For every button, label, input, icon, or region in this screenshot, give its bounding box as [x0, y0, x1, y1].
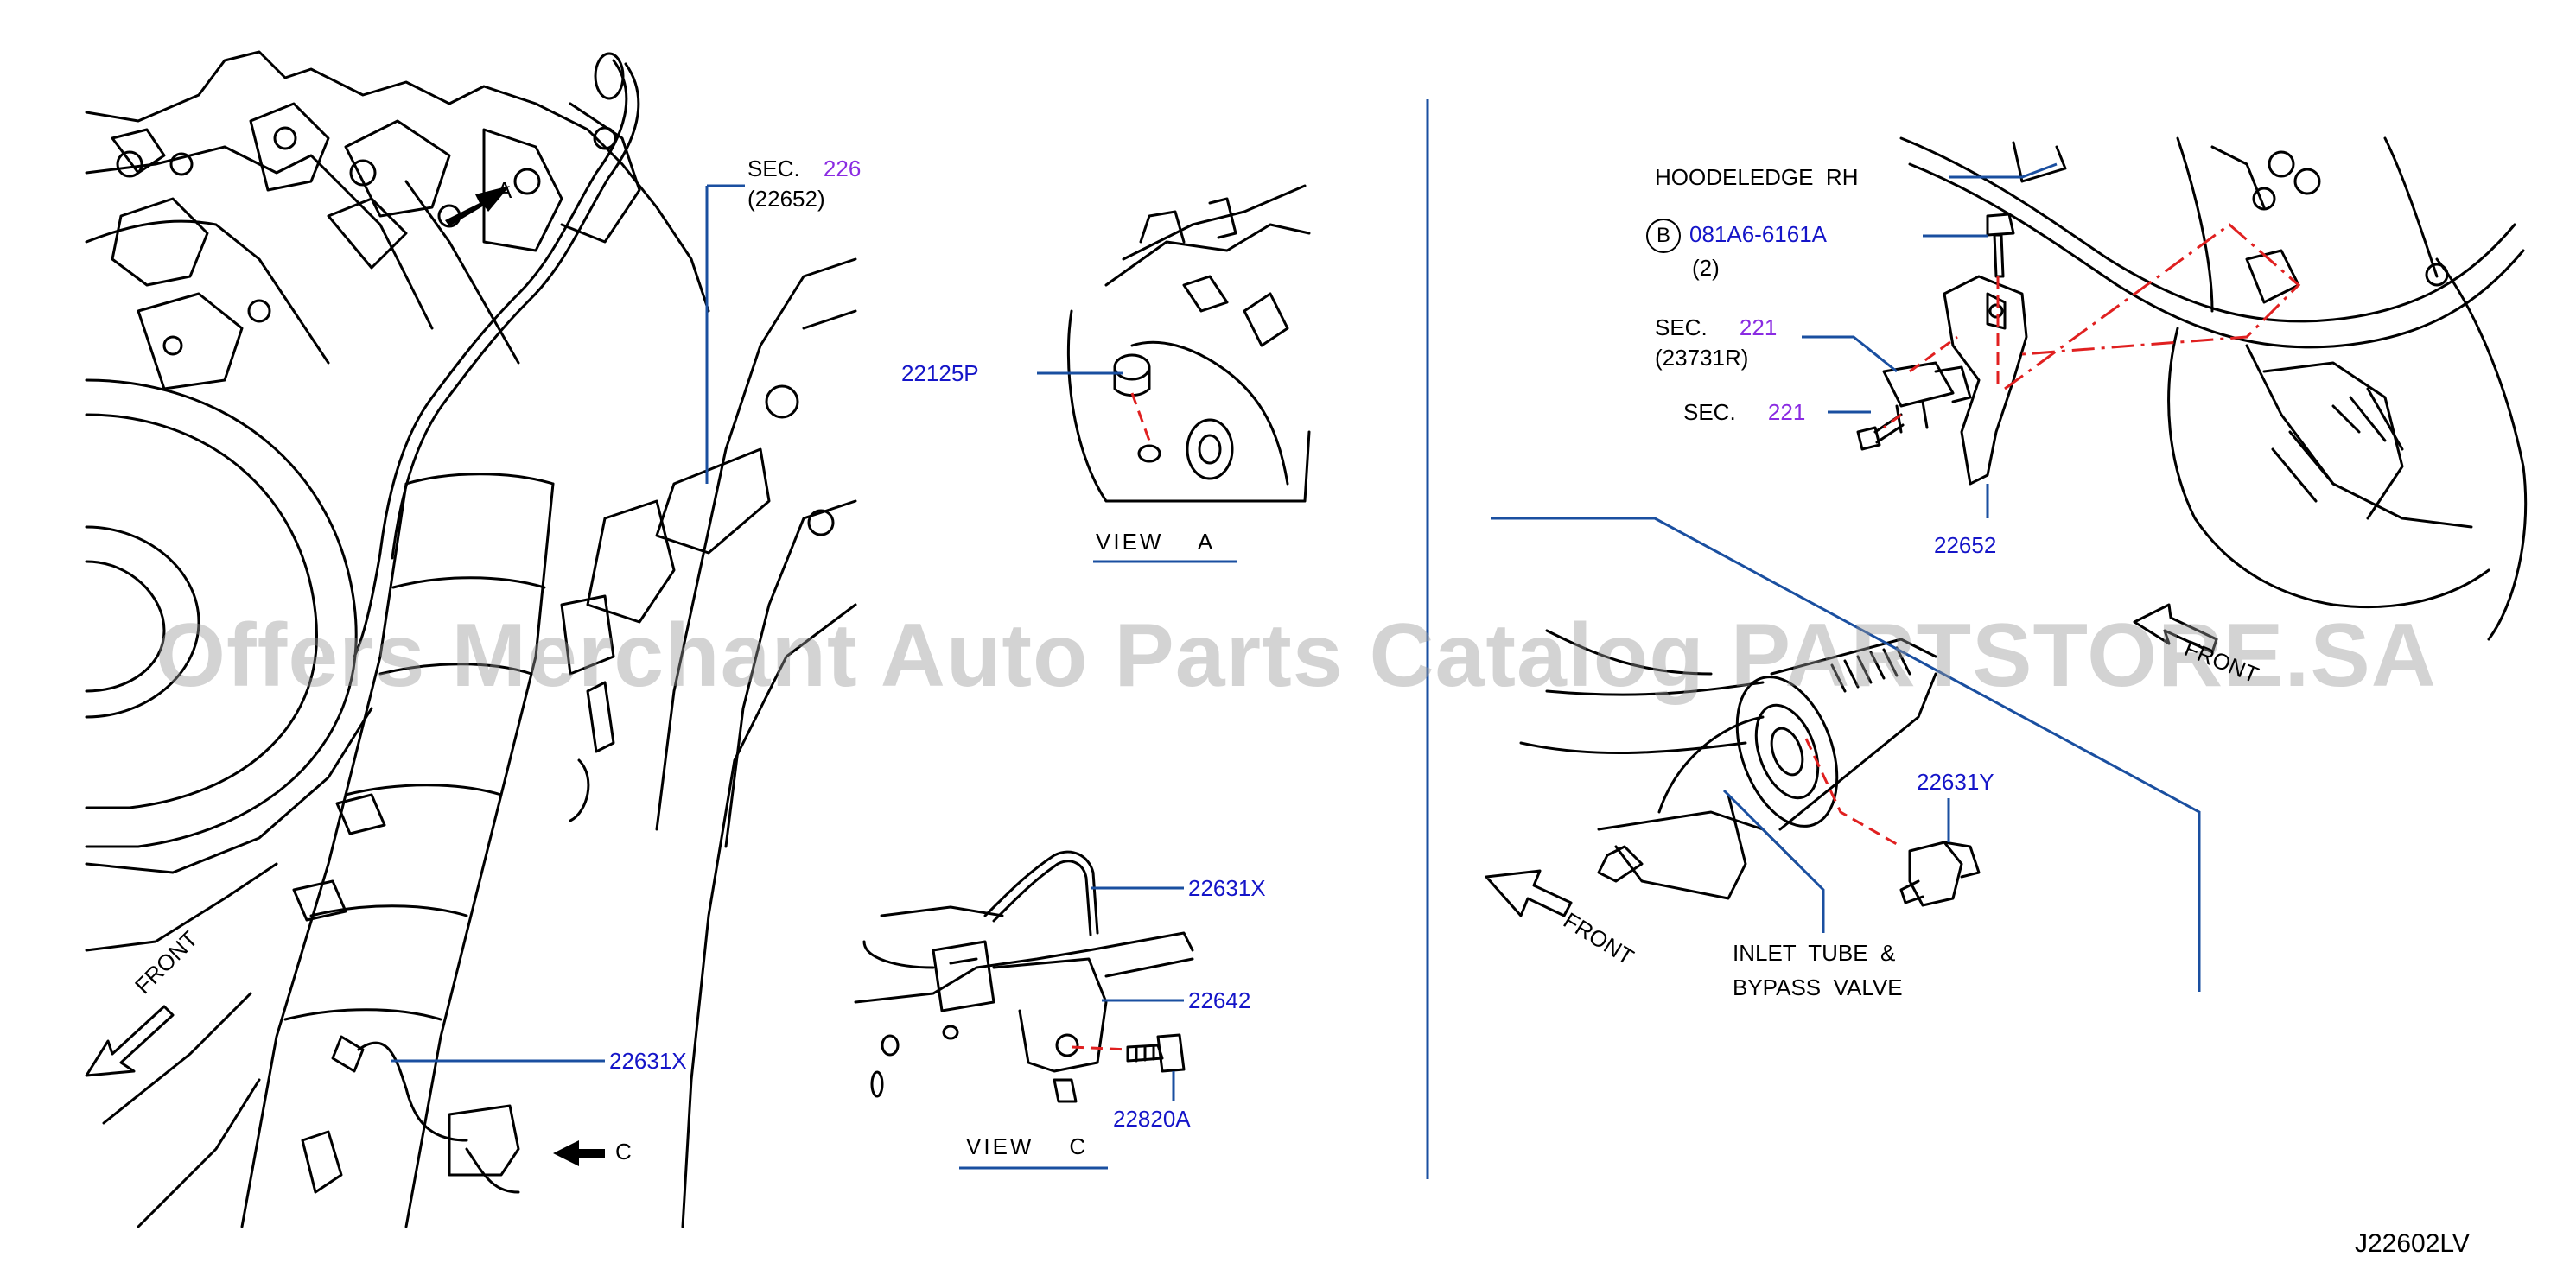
arrow-c-icon — [553, 1140, 605, 1166]
part-22642[interactable]: 22642 — [1188, 987, 1251, 1013]
dash-small-bolt — [1883, 413, 1902, 429]
leader-hood-ledge — [1949, 162, 2058, 179]
leader-23731r — [1802, 335, 1898, 373]
part-22125p[interactable]: 22125P — [901, 360, 979, 386]
engine-drawing — [85, 50, 857, 1228]
dash-inlet-sensor — [1804, 738, 1902, 848]
dash-sensor — [1909, 335, 1958, 373]
sec-label: SEC. — [747, 155, 800, 181]
view-c-caption: VIEW C — [966, 1133, 1089, 1159]
dash-view-c — [1071, 1045, 1129, 1051]
inlet-tube-drawing — [1485, 629, 1981, 917]
arrow-a-icon — [445, 186, 510, 226]
arrow-c-label: C — [615, 1139, 632, 1165]
front-arrow-left — [85, 1005, 175, 1077]
watermark: Offers Merchant Auto Parts Catalog PARTS… — [156, 606, 2437, 706]
dash-view-a — [1130, 392, 1151, 441]
diagram-code: J22602LV — [2355, 1229, 2470, 1258]
sec-label: SEC. — [1655, 314, 1708, 340]
part-22631y[interactable]: 22631Y — [1917, 769, 1994, 795]
part-22631x-left[interactable]: 22631X — [609, 1048, 687, 1074]
inlet-tube-label: INLET TUBE & — [1733, 940, 1896, 966]
sec-label: SEC. — [1683, 399, 1736, 425]
arrow-a-label: A — [497, 177, 512, 203]
sec-number[interactable]: 221 — [1767, 399, 1806, 425]
bolt-qty: (2) — [1692, 255, 1720, 281]
dash-bracket-mount — [2004, 223, 2301, 390]
view-a-caption: VIEW A — [1096, 529, 1216, 555]
bolt-081a6-label[interactable]: B 081A6-6161A — [1646, 219, 1827, 253]
bolt-marker-b: B — [1646, 219, 1681, 253]
sec-226-part: (22652) — [747, 186, 825, 212]
sec-number[interactable]: 226 — [823, 155, 862, 181]
leader-inlet-tube — [1722, 789, 1825, 933]
sec-221-label-1[interactable]: SEC. 221 — [1655, 314, 1777, 340]
sec-221-part: (23731R) — [1655, 345, 1749, 371]
hood-ledge-drawing — [1856, 136, 2528, 654]
part-22652[interactable]: 22652 — [1934, 532, 1997, 558]
part-22820a[interactable]: 22820A — [1113, 1106, 1191, 1132]
sec-number[interactable]: 221 — [1739, 314, 1778, 340]
hood-ledge-label: HOODELEDGE RH — [1655, 164, 1859, 190]
sec-226-label[interactable]: SEC. 226 — [747, 155, 861, 181]
sec-221-label-2[interactable]: SEC. 221 — [1683, 399, 1805, 425]
leader-inlet-frame — [1491, 517, 2201, 992]
bypass-valve-label: BYPASS VALVE — [1733, 974, 1903, 1000]
part-081a6-6161a[interactable]: 081A6-6161A — [1689, 220, 1828, 247]
part-22631x-view-c[interactable]: 22631X — [1188, 875, 1266, 901]
view-a-drawing — [1066, 184, 1311, 503]
view-c-drawing — [854, 850, 1194, 1103]
